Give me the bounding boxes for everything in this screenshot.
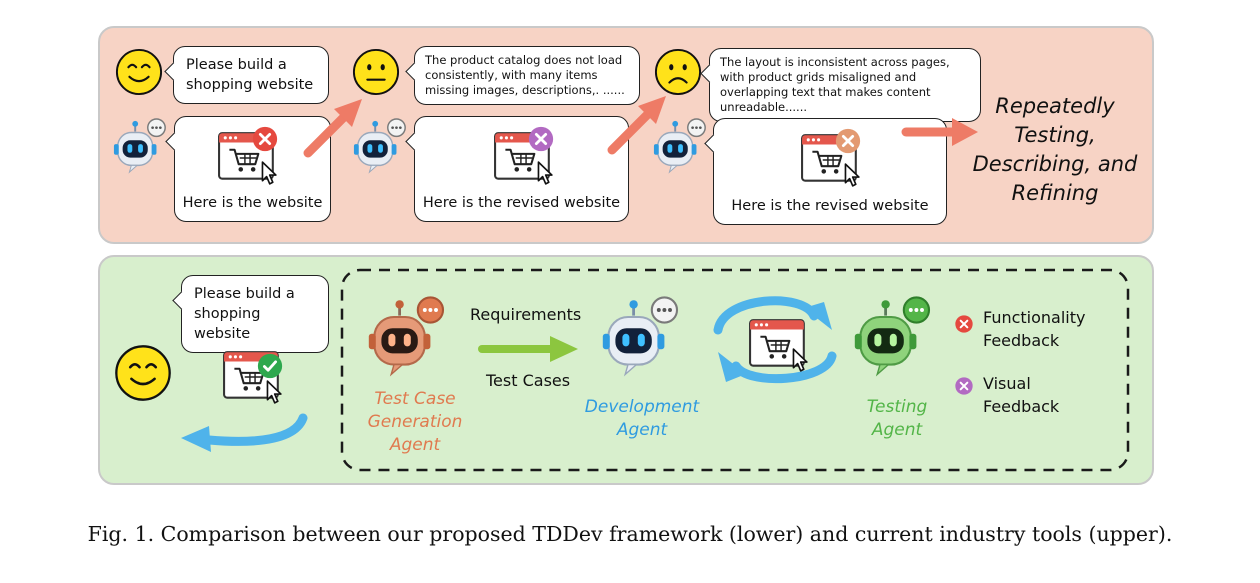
purple-x-icon (954, 376, 974, 396)
red-x-icon (251, 125, 279, 153)
green-arrow-icon (478, 336, 578, 362)
robot-icon (367, 296, 445, 376)
functionality-feedback-label: Functionality Feedback (983, 308, 1086, 350)
robot-icon (112, 118, 167, 174)
feedback-bubble-1: The product catalog does not load consis… (414, 46, 640, 105)
website-reply-bubble: Here is the website (174, 116, 331, 222)
development-agent-label: Development Agent (584, 397, 700, 440)
test-case-generation-agent-label: Test Case Generation Agent (367, 389, 463, 455)
visual-feedback-label: Visual Feedback (983, 374, 1060, 416)
user-request-text: Please build a shopping website (194, 286, 295, 342)
shopping-cart-window-icon (749, 319, 808, 372)
robot-icon (853, 296, 931, 376)
neutral-face-icon (352, 48, 400, 96)
reply-caption: Here is the website (182, 195, 323, 211)
robot-icon (352, 118, 407, 174)
smiley-face-icon (115, 48, 163, 96)
purple-x-icon (527, 125, 555, 153)
blue-cycle-arrows-icon (713, 296, 837, 384)
red-arrow-icon (607, 96, 666, 155)
red-arrow-icon (901, 118, 978, 146)
reply-caption: Here is the revised website (731, 198, 929, 214)
reply-caption: Here is the revised website (422, 195, 621, 211)
test-cases-label: Test Cases (486, 371, 571, 390)
green-check-icon (256, 352, 284, 380)
robot-icon (601, 296, 679, 376)
user-request-bubble: Please build a shopping website (173, 46, 329, 104)
robot-icon (652, 118, 707, 174)
user-request-bubble: Please build a shopping website (181, 275, 329, 353)
tddev-framework-boundary (340, 268, 1130, 472)
feedback-text-1: The product catalog does not load consis… (425, 53, 625, 97)
sad-face-icon (654, 48, 702, 96)
testing-agent-label: Testing Agent (866, 397, 928, 440)
smiley-face-icon (115, 345, 171, 401)
feedback-text-2: The layout is inconsistent across pages,… (720, 55, 950, 114)
requirements-label: Requirements (470, 305, 582, 324)
blue-return-arrow-icon (181, 413, 308, 452)
figure-caption: Fig. 1. Comparison between our proposed … (87, 522, 1173, 546)
user-request-text: Please build a shopping website (186, 57, 314, 93)
feedback-bubble-2: The layout is inconsistent across pages,… (709, 48, 981, 122)
red-arrow-icon (303, 99, 362, 158)
iteration-outcome-label: Repeatedly Testing, Describing, and Refi… (972, 94, 1138, 205)
red-x-icon (954, 314, 974, 334)
revised-reply-bubble-1: Here is the revised website (414, 116, 629, 222)
orange-x-icon (834, 127, 862, 155)
